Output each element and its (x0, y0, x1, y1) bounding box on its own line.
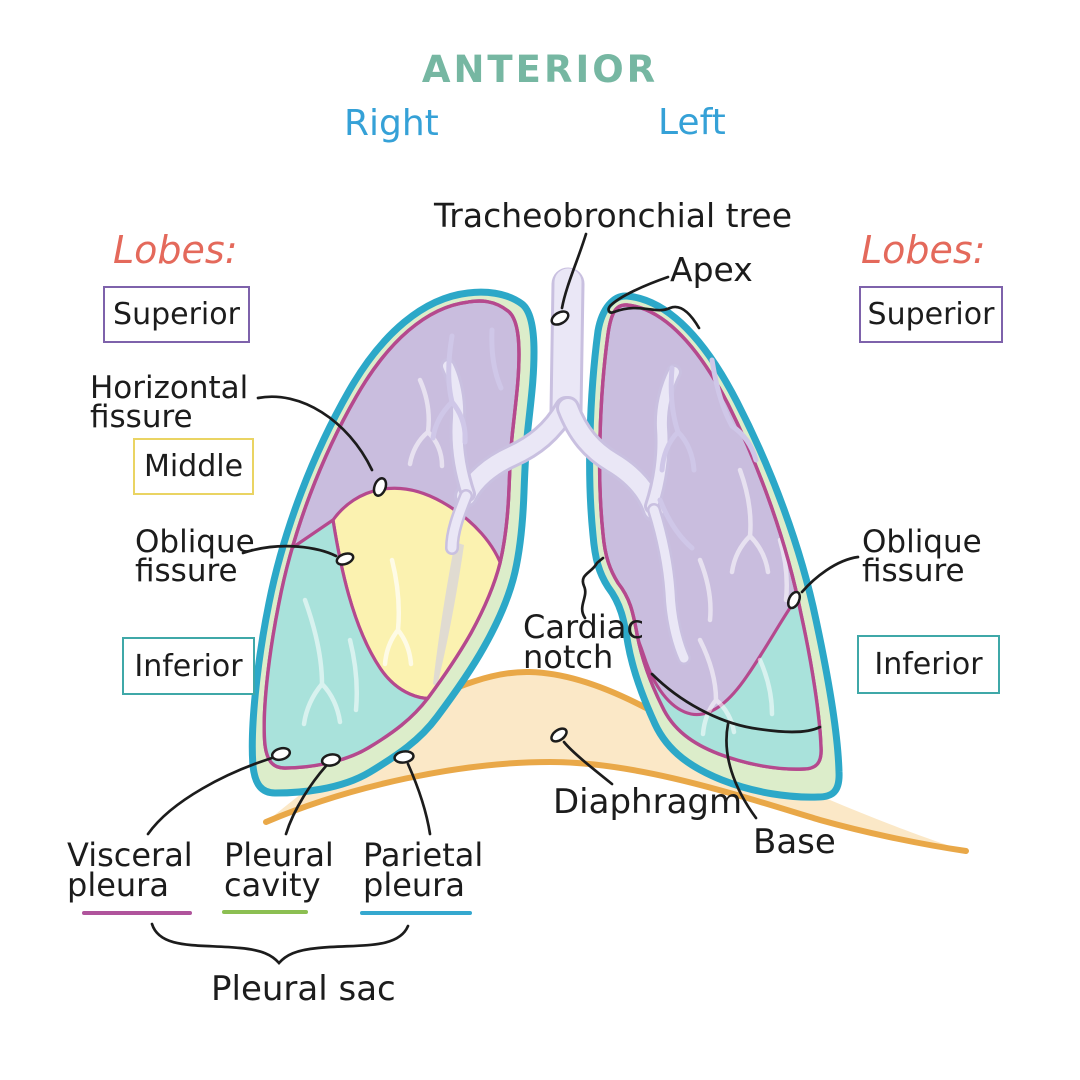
cardiac-notch-label: Cardiac notch (523, 608, 644, 677)
middle-lobe-text: Middle (143, 449, 244, 484)
pleural-cavity-line2: cavity (224, 866, 321, 905)
inferior-lobe-box-right: Inferior (857, 635, 1000, 694)
lobes-heading-right: Lobes: (861, 228, 986, 272)
pleural-cavity-label: Pleural cavity (224, 836, 334, 905)
leader-cavity (284, 764, 328, 836)
right-lung (248, 288, 538, 797)
pleural-cavity-line1: Pleural (224, 836, 334, 874)
horizontal-fissure-line2: fissure (90, 399, 193, 436)
oblique-fissure-label-right: Oblique fissure (862, 524, 982, 590)
leader-base-stem (725, 722, 758, 820)
side-right-label: Right (344, 103, 439, 144)
pleural-sac-label: Pleural sac (211, 969, 396, 1009)
leader-lines (146, 232, 860, 966)
diaphragm-label: Diaphragm (553, 782, 743, 822)
superior-lobe-text-left: Superior (113, 297, 240, 332)
superior-lobe-box-left: Superior (103, 286, 250, 343)
leader-diaphragm (562, 740, 614, 786)
leader-visceral (146, 756, 274, 836)
visceral-underline (82, 911, 192, 915)
oblique-fissure-left-line2: fissure (135, 553, 238, 590)
leader-apex (607, 275, 701, 330)
leader-oblique-left (241, 544, 338, 558)
cardiac-notch-line2: notch (523, 638, 614, 677)
title-anterior: ANTERIOR (421, 48, 659, 91)
ellipse-markers (270, 310, 802, 767)
oblique-fissure-left-line1: Oblique (135, 524, 255, 560)
cardiac-notch-line1: Cardiac (523, 608, 644, 646)
tracheobronchial-tree (430, 267, 759, 665)
marker-diaphragm (550, 727, 568, 743)
marker-visceral (270, 746, 292, 762)
horizontal-fissure-line1: Horizontal (90, 370, 249, 406)
inferior-lobe-text-right: Inferior (874, 647, 983, 682)
parietal-pleura-line2: pleura (363, 866, 465, 905)
leader-base (650, 672, 822, 734)
oblique-fissure-right-line2: fissure (862, 553, 965, 590)
base-label: Base (753, 822, 836, 862)
horizontal-fissure-label: Horizontal fissure (90, 370, 249, 436)
visceral-pleura-label: Visceral pleura (67, 836, 193, 905)
inferior-lobe-text-left: Inferior (134, 648, 243, 684)
marker-trachea (550, 310, 570, 326)
visceral-pleura-line2: pleura (67, 866, 169, 905)
parietal-underline (360, 911, 472, 915)
tracheobronchial-tree-label: Tracheobronchial tree (434, 196, 793, 235)
marker-cavity (320, 753, 342, 767)
inferior-lobe-box-left: Inferior (122, 637, 255, 695)
oblique-fissure-right-line1: Oblique (862, 524, 982, 560)
leader-horizontal-fissure (256, 395, 374, 472)
side-left-label: Left (658, 102, 726, 143)
cavity-underline (222, 910, 308, 914)
leader-parietal (406, 762, 432, 836)
visceral-pleura-line1: Visceral (67, 836, 193, 874)
marker-oblique-left (335, 552, 355, 566)
superior-lobe-box-right: Superior (859, 286, 1003, 343)
parietal-pleura-label: Parietal pleura (363, 836, 484, 905)
pleural-sac-brace (150, 922, 410, 966)
superior-lobe-text-right: Superior (867, 297, 995, 332)
middle-lobe-box: Middle (133, 438, 254, 495)
marker-oblique-right (786, 590, 802, 610)
marker-parietal (393, 750, 415, 764)
oblique-fissure-label-left: Oblique fissure (135, 524, 255, 590)
parietal-pleura-line1: Parietal (363, 836, 484, 874)
lobes-heading-left: Lobes: (113, 228, 238, 272)
apex-label: Apex (670, 250, 753, 289)
leader-oblique-right (800, 555, 860, 594)
leader-cardiac-notch (580, 556, 605, 620)
leader-tracheobronchial (560, 232, 588, 310)
marker-horizontal-fissure (372, 477, 388, 497)
